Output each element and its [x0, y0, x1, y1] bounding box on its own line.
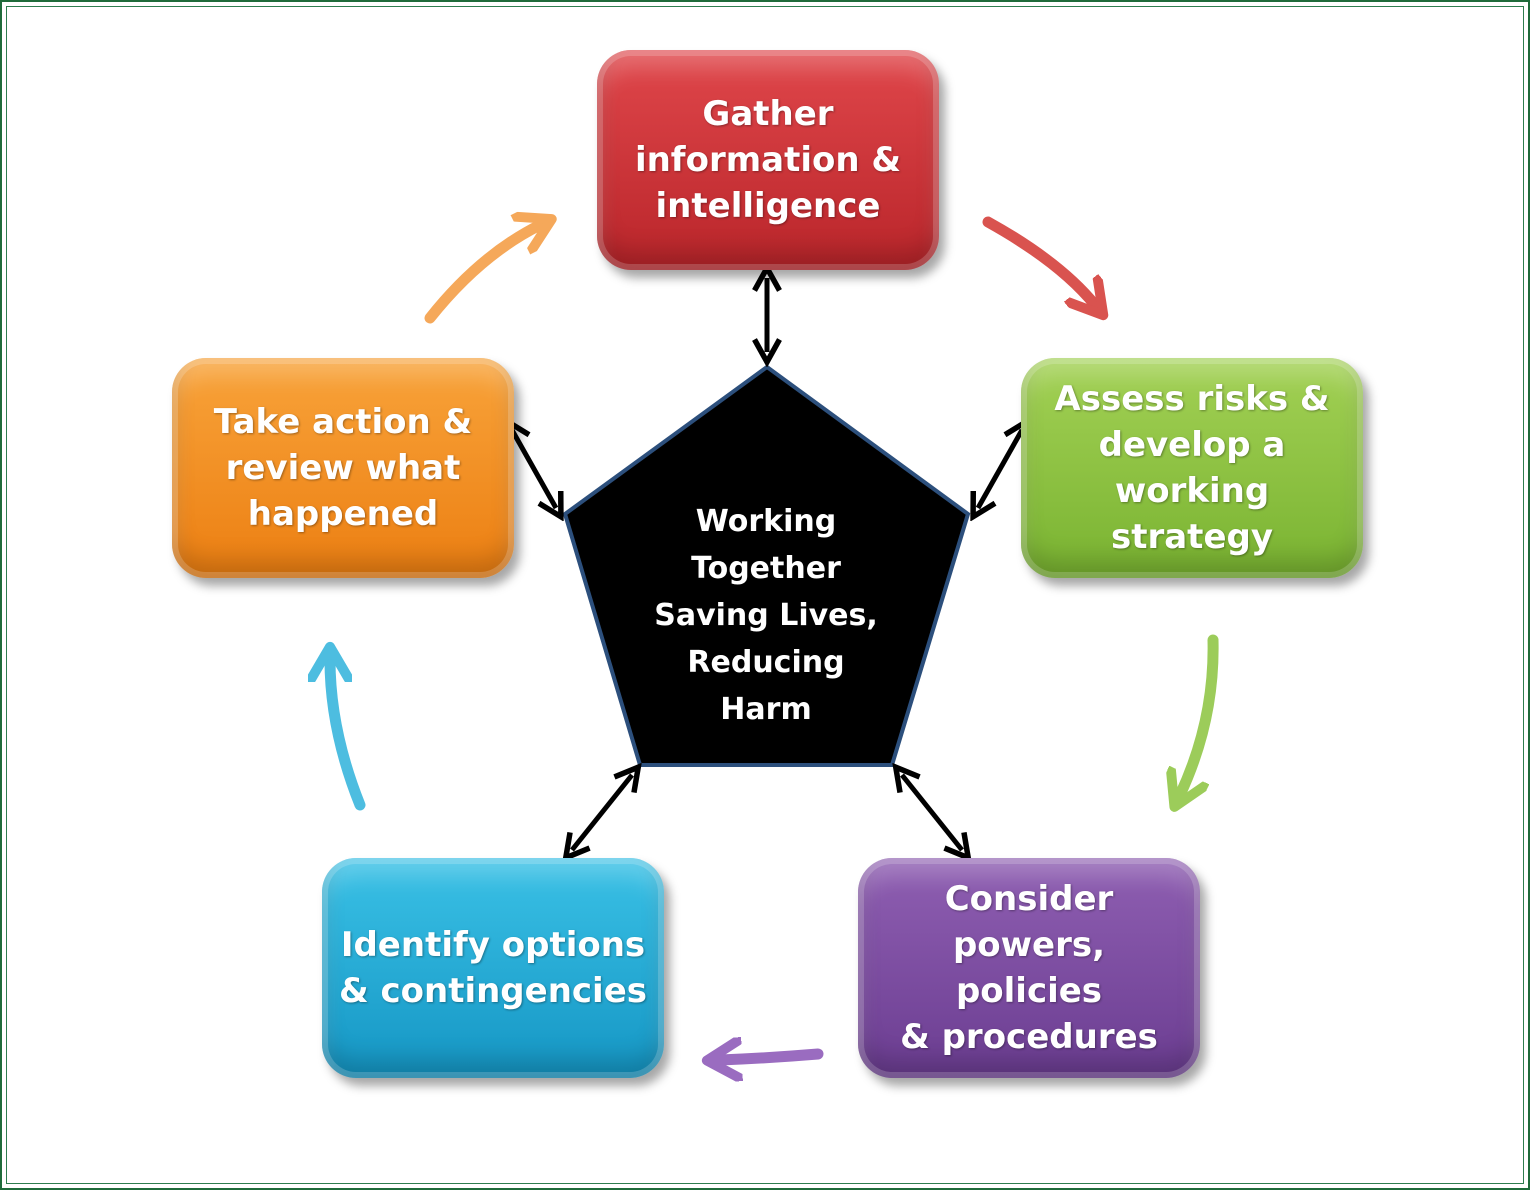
step-identify-options: Identify options & contingencies: [322, 858, 664, 1078]
center-label: Working Together Saving Lives, Reducing …: [654, 503, 878, 727]
frame-inner-border: [6, 6, 1524, 1184]
connector-identify: [572, 775, 632, 850]
cycle-arrow-orange: [424, 225, 540, 324]
step-take-action: Take action & review what happened: [172, 358, 514, 578]
step-gather-information: Gather information & intelligence: [597, 50, 939, 270]
cycle-arrow-purple: [720, 1054, 824, 1060]
connector-consider: [902, 775, 962, 850]
cycle-arrow-blue: [330, 660, 366, 811]
cycle-arrow-green: [1180, 634, 1219, 795]
connector-assess: [978, 430, 1022, 508]
step-consider-powers: Consider powers, policies & procedures: [858, 858, 1200, 1078]
connector-take-action: [512, 430, 556, 508]
cycle-arrow-red: [982, 216, 1095, 305]
center-pentagon: [562, 364, 971, 767]
step-assess-risks: Assess risks & develop a working strateg…: [1021, 358, 1363, 578]
